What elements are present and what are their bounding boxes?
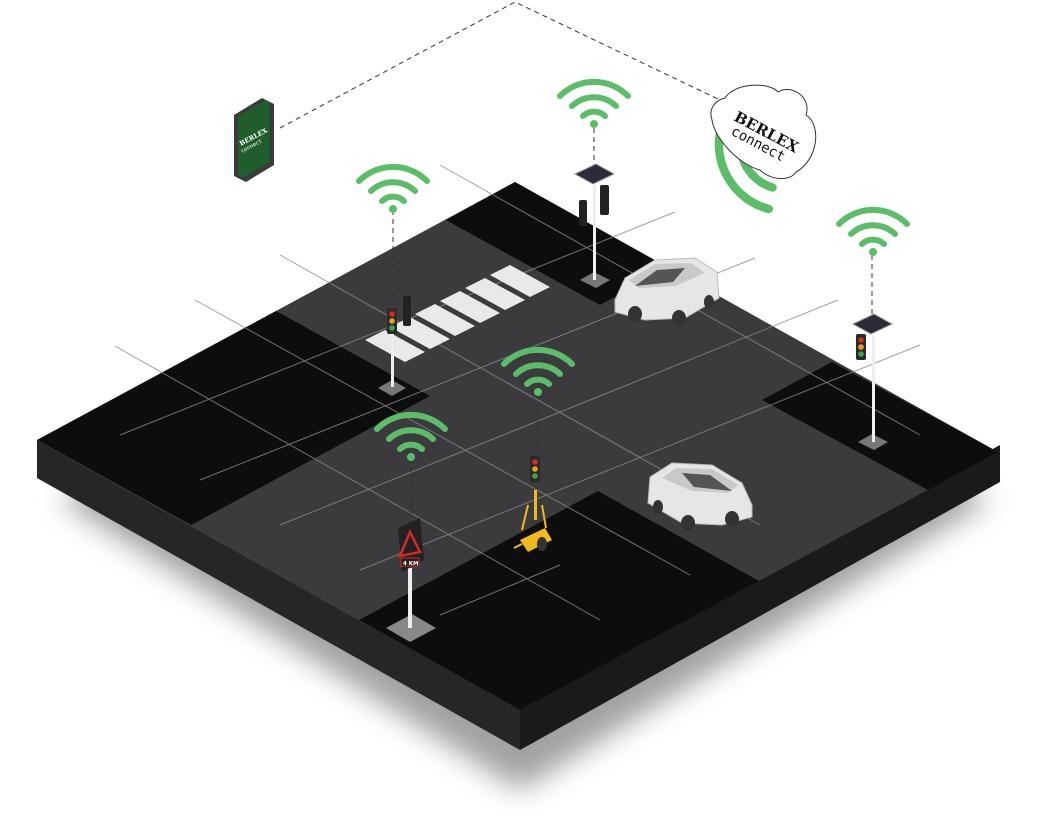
traffic-light-icon (530, 456, 540, 482)
platform-side-left (37, 440, 520, 750)
wifi-icon (839, 210, 907, 256)
wifi-icon (359, 167, 427, 213)
solar-traffic-light-right (851, 313, 894, 450)
platform-side-right (520, 445, 1000, 750)
crosswalk (365, 265, 550, 362)
traffic-light-icon (856, 334, 866, 360)
solar-panel-icon (851, 313, 894, 335)
traffic-light-icon (387, 308, 397, 334)
sign-distance-text: 4 KM (403, 561, 418, 567)
solar-panel-icon (573, 163, 616, 185)
wifi-icon (560, 82, 628, 128)
warning-sign-icon (397, 528, 422, 558)
portable-traffic-light-trailer (513, 456, 552, 552)
network-links (279, 1, 873, 520)
cloud-icon: BERLEX connect (710, 84, 817, 179)
solar-traffic-light-top (573, 163, 616, 288)
lot-bottom (359, 491, 759, 710)
lot-right (762, 362, 998, 490)
warning-sign: 4 KM (386, 518, 436, 642)
phone-icon: BERLEX connect (234, 98, 274, 182)
traffic-light-crosswalk (378, 296, 411, 396)
lot-left (37, 311, 430, 525)
lot-top (446, 182, 669, 305)
